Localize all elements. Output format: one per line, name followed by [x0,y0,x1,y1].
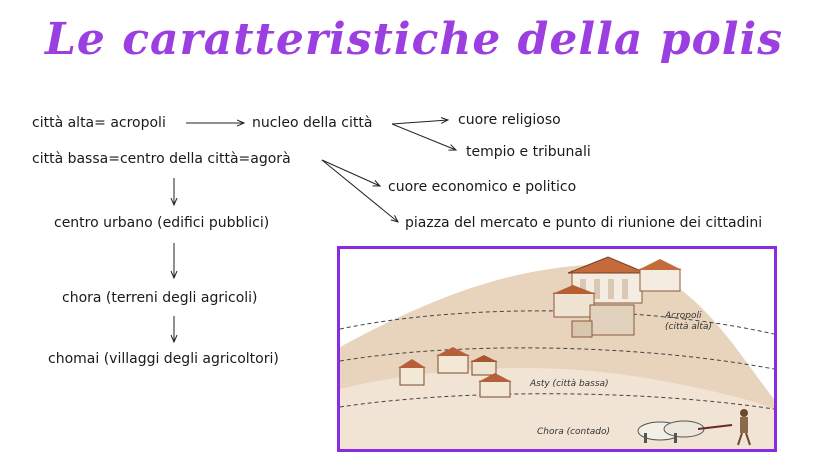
lower-town-buildings [398,347,512,398]
caption-acropoli-sub: (città alta) [665,322,712,332]
arrow-agora-economico [321,159,380,186]
label-cuore-economico: cuore economico e politico [388,179,577,195]
arrow-agora-piazza [321,159,398,222]
label-tempio: tempio e tribunali [466,144,591,160]
arrow-nucleo-tempio [391,123,456,150]
caption-asty: Asty (città bassa) [530,379,609,389]
caption-acropoli: Acropoli [665,311,702,321]
polis-illustration: Acropoli (città alta) Asty (città bassa)… [337,246,777,452]
farmer-with-oxen [637,409,751,446]
label-cuore-religioso: cuore religioso [458,112,561,128]
label-nucleo: nucleo della città [252,115,373,131]
label-chora: chora (terreni degli agricoli) [62,290,258,306]
polis-scene [340,256,774,449]
label-centro-urbano: centro urbano (edifici pubblici) [54,215,270,231]
page-title: Le caratteristiche della polis [44,14,784,65]
label-citta-alta: città alta= acropoli [32,115,166,131]
caption-chora: Chora (contado) [537,427,611,437]
arrow-nucleo-religioso [391,120,448,125]
label-chomai: chomai (villaggi degli agricoltori) [48,351,279,367]
label-piazza: piazza del mercato e punto di riunione d… [405,215,763,231]
acropolis-buildings [552,256,682,338]
label-citta-bassa: città bassa=centro della città=agorà [32,151,291,167]
